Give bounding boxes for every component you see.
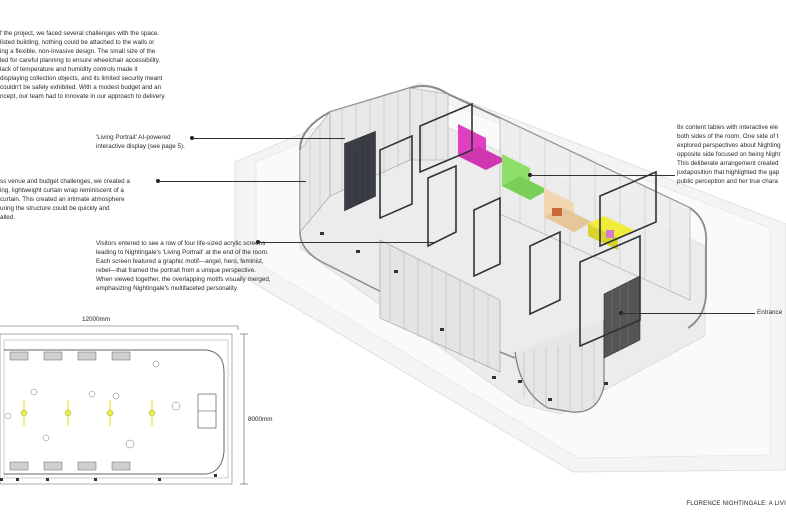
intro-line: f the project, we faced several challeng… [0,30,160,37]
annotation-line: interactive display (see page 5). [96,143,185,150]
annotation-line: emphasizing Nightingale's multifaceted p… [96,285,239,292]
floor-plan [0,325,248,485]
plan-height-label: 8000mm [248,416,273,423]
content-table-green [502,154,548,200]
leader-line [621,313,755,314]
floor-plan-visitors [4,360,181,449]
annotation-line: Visitors entered to see a row of four li… [96,240,266,247]
annotation-line: alled. [0,214,16,221]
annotation-line: rebel—that framed the portrait from a un… [96,267,256,274]
annotation-line: both sides of the room. One side of t [677,133,779,140]
intro-line: ncept, our team had to innovate in our a… [0,93,166,100]
intro-line: couldn't be safely exhibited. With a mod… [0,84,162,91]
annotation-line: This deliberate arrangement created [677,160,779,167]
annotation-line: ss venue and budget challenges, we creat… [0,178,130,185]
annotation-line: Each screen featured a graphic motif—ang… [96,258,264,265]
intro-line: ing a flexible, non-invasive design. The… [0,48,156,55]
leader-line [530,175,675,176]
annotation-line: leading to Nightingale's 'Living Portrai… [96,249,269,256]
content-table-peach [544,188,592,232]
page-footer: FLORENCE NIGHTINGALE: A LIVI [686,501,786,507]
intro-line: listed building, nothing could be attach… [0,39,155,46]
leader-line [192,138,345,139]
annotation-line: ing, lightweight curtain wrap reminiscen… [0,187,124,194]
floor-plan-tables [9,351,131,471]
intro-line: displaying collection objects, and its l… [0,75,163,82]
annotation-line: curtain. This created an intimate atmosp… [0,196,125,203]
plan-width-label: 12000mm [82,316,111,323]
annotation-line: uring the structure could be quickly and [0,205,110,212]
floor-plan-screens [23,400,153,426]
annotation-line: opposite side focused on being Night [677,151,781,158]
leader-line [158,181,306,182]
annotation-line: juxtaposition that highlighted the gap [677,169,780,176]
leader-line [258,242,434,243]
annotation-line: explored perspectives about Nighting [677,142,781,149]
annotation-line: When viewed together, the overlapping mo… [96,276,271,283]
intro-line: lack of temperature and humidity control… [0,66,138,73]
annotation-line: public perception and her true chara [677,178,778,185]
annotation-line: 'Living Portrait' AI-powered [96,134,171,141]
annotation-line: 8x content tables with interactive ele [677,124,779,131]
entrance-label: Entrance [757,309,783,316]
intro-line: led for careful planning to ensure wheel… [0,57,161,64]
